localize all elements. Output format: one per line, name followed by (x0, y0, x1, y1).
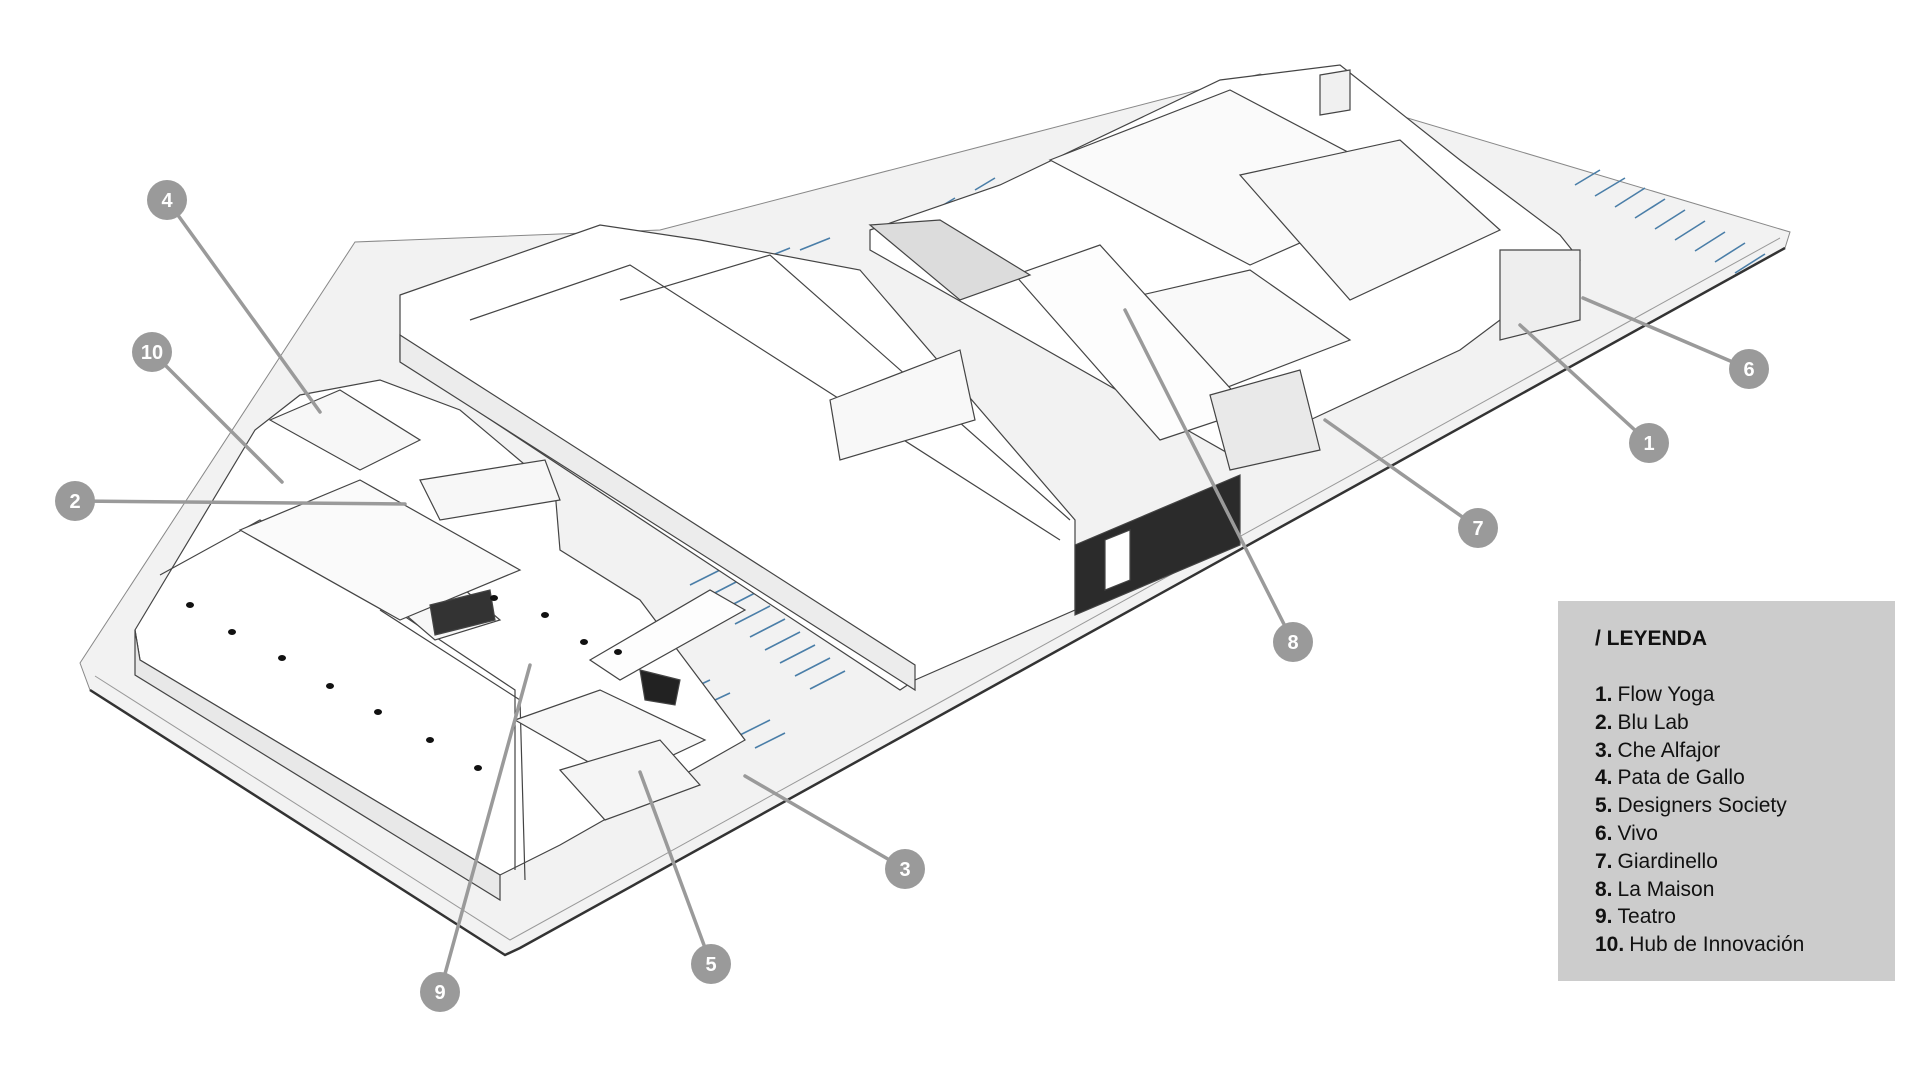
legend-item-label: Designers Society (1617, 794, 1787, 818)
legend-item-number: 1. (1595, 683, 1613, 706)
callout-number: 5 (705, 954, 716, 976)
callout-number: 3 (899, 859, 910, 881)
callout-marker-5: 5 (691, 944, 731, 984)
legend-item-label: Teatro (1617, 905, 1676, 929)
legend-item-number: 2. (1595, 710, 1613, 734)
legend-item-label: La Maison (1617, 877, 1715, 901)
legend-item-number: 4. (1595, 766, 1613, 790)
legend-list: 1.Flow Yoga 2.Blu Lab 3.Che Alfajor 4.Pa… (1595, 681, 1804, 959)
callout-number: 7 (1472, 518, 1483, 540)
legend-item: 7.Giardinello (1595, 848, 1804, 876)
middle-long-building (399, 224, 1241, 692)
legend-item: 8.La Maison (1595, 876, 1804, 904)
legend-item-number: 7. (1595, 849, 1613, 873)
legend-item-label: Hub de Innovación (1629, 933, 1805, 957)
legend-item-number: 9. (1595, 905, 1613, 929)
legend-item: 3.Che Alfajor (1595, 737, 1804, 765)
legend-item: 6.Vivo (1595, 820, 1804, 848)
callout-marker-1: 1 (1629, 423, 1669, 463)
callout-marker-8: 8 (1273, 622, 1313, 662)
callout-marker-6: 6 (1729, 349, 1769, 389)
left-building-columns (186, 595, 622, 771)
legend-title: / LEYENDA (1595, 627, 1708, 650)
legend-item-label: Giardinello (1617, 849, 1718, 873)
legend-item-number: 5. (1595, 794, 1613, 818)
legend-item: 10.Hub de Innovación (1595, 931, 1804, 959)
callout-marker-2: 2 (55, 481, 95, 521)
callout-marker-7: 7 (1458, 508, 1498, 548)
legend-item-label: Che Alfajor (1617, 738, 1721, 762)
legend-item: 4.Pata de Gallo (1595, 764, 1804, 792)
legend-item-number: 8. (1595, 877, 1613, 901)
legend-item-label: Pata de Gallo (1617, 766, 1745, 790)
callout-number: 1 (1643, 433, 1654, 455)
callout-marker-3: 3 (885, 849, 925, 889)
legend-item: 2.Blu Lab (1595, 709, 1804, 737)
callout-marker-9: 9 (420, 972, 460, 1012)
legend-item-label: Flow Yoga (1617, 683, 1715, 706)
callout-number: 9 (434, 982, 445, 1004)
legend-item: 5.Designers Society (1595, 792, 1804, 820)
legend-item: 9.Teatro (1595, 903, 1804, 931)
legend-item: 1.Flow Yoga (1595, 681, 1804, 709)
legend-item-label: Vivo (1617, 821, 1658, 845)
callout-number: 10 (141, 342, 163, 364)
callout-marker-4: 4 (147, 180, 187, 220)
legend-item-number: 10. (1595, 933, 1625, 957)
legend-item-number: 3. (1595, 738, 1613, 762)
callout-number: 2 (69, 491, 80, 513)
callout-number: 8 (1287, 632, 1298, 654)
callout-number: 4 (161, 190, 173, 212)
callout-marker-10: 10 (132, 332, 172, 372)
leader-lines (73, 198, 1751, 994)
legend-item-number: 6. (1595, 821, 1613, 845)
legend-box: / LEYENDA 1.Flow Yoga 2.Blu Lab 3.Che Al… (1558, 601, 1895, 981)
right-building-complex (868, 64, 1581, 471)
callout-number: 6 (1743, 359, 1754, 381)
legend-item-label: Blu Lab (1617, 710, 1689, 734)
